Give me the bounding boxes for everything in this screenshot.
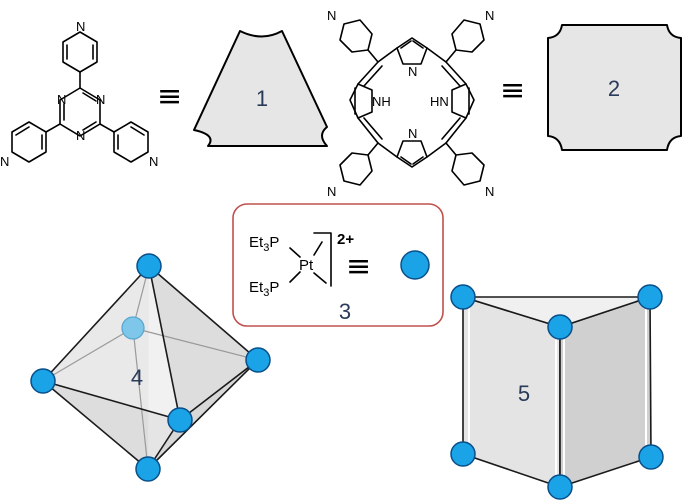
- octahedron: 4: [30, 253, 271, 482]
- box-3-label: 3: [339, 299, 351, 324]
- pyridine-right: [113, 121, 149, 163]
- shape-2-square: 2: [547, 24, 682, 151]
- pyridine-br: [451, 152, 485, 186]
- octahedron-node-back: [121, 316, 145, 340]
- pyridine-top-n: N: [76, 19, 85, 34]
- prism-label: 5: [518, 381, 530, 406]
- porphyrin-n-top: N: [408, 64, 417, 79]
- equivalence-symbol-3: ≡: [346, 249, 371, 284]
- porphyrin-structure: N N NH HN N N N N: [327, 8, 494, 199]
- pyridine-top: [62, 31, 98, 73]
- octahedron-node-front: [167, 407, 193, 433]
- prism-node-top-right: [637, 284, 663, 310]
- octahedron-node-right: [245, 347, 271, 373]
- pyridine-bl: [339, 152, 373, 186]
- complex-charge: 2+: [337, 231, 354, 248]
- prism-node-bottom-left: [450, 441, 476, 467]
- porphyrin-hn: HN: [430, 94, 449, 109]
- shape-2-label: 2: [608, 76, 620, 101]
- pyrrole-top: [396, 37, 428, 65]
- octahedron-node-left: [30, 368, 56, 394]
- pyrrole-bottom: [396, 140, 428, 168]
- triazine-n3: N: [76, 128, 85, 143]
- octahedron-label: 4: [131, 365, 143, 390]
- equivalence-symbol-2: ≡: [500, 73, 525, 108]
- shape-1-label: 1: [256, 86, 268, 111]
- pyridine-left-n: N: [0, 154, 9, 169]
- octahedron-node-top: [136, 253, 162, 279]
- pyridine-tr-n: N: [485, 8, 494, 23]
- shape-1-triangle: 1: [193, 30, 328, 147]
- ligand-top: Et3P: [249, 234, 279, 254]
- pyrrole-left: [349, 83, 373, 119]
- prism-node-bottom-right: [638, 444, 664, 470]
- platinum-atom: Pt: [299, 257, 314, 274]
- equivalence-symbol-1: ≡: [157, 79, 182, 114]
- pyridine-right-n: N: [149, 154, 158, 169]
- prism-node-top-left: [450, 284, 476, 310]
- pyridine-left: [11, 121, 47, 163]
- triazine-n2: N: [57, 92, 66, 107]
- pyrrole-right: [451, 83, 475, 119]
- pyridine-br-n: N: [485, 184, 494, 199]
- pyridine-tr: [451, 19, 485, 53]
- platinum-node-icon: [400, 250, 430, 280]
- prism-node-bottom-front: [547, 474, 573, 500]
- octahedron-node-bottom: [135, 456, 161, 482]
- trigonal-prism: 5: [450, 284, 664, 500]
- triazine-structure: N N N N N N: [0, 19, 158, 169]
- triazine-ring: [59, 87, 101, 137]
- ligand-bottom: Et3P: [249, 279, 279, 299]
- platinum-complex-box: Et3P Et3P Pt 2+ ≡ 3: [232, 203, 444, 327]
- pyridine-tl-n: N: [327, 8, 336, 23]
- prism-node-top-front: [547, 314, 573, 340]
- pyridine-tl: [339, 19, 373, 53]
- pyridine-bl-n: N: [327, 184, 336, 199]
- porphyrin-nh: NH: [372, 94, 391, 109]
- triazine-n1: N: [96, 92, 105, 107]
- porphyrin-n-bottom: N: [408, 126, 417, 141]
